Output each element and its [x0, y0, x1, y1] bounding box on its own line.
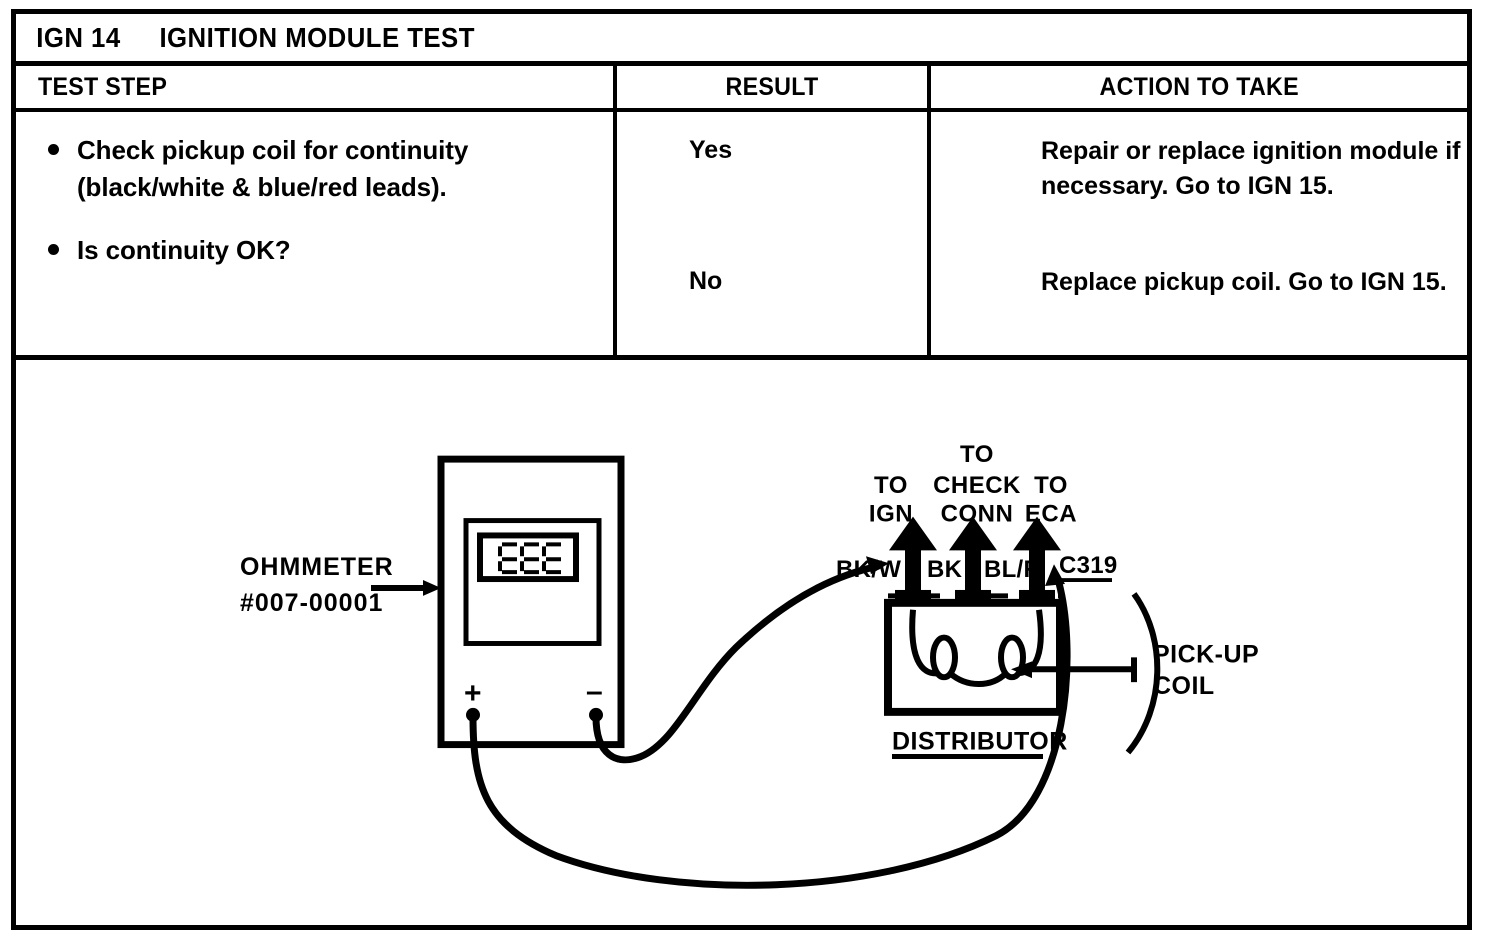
ohmmeter-display-digits [498, 542, 561, 575]
document-frame: IGN 14 IGNITION MODULE TEST TEST STEP RE… [11, 9, 1472, 930]
negative-lead-arrowhead [866, 556, 889, 575]
table-body-row: Check pickup coil for continuity (black/… [16, 112, 1467, 360]
pick-up-coil-label-line1: PICK-UP [1153, 640, 1259, 668]
table-header-row: TEST STEP RESULT ACTION TO TAKE [16, 66, 1467, 112]
arrow-label-check-conn-line2: CONN [941, 501, 1014, 528]
ohmmeter-negative-terminal-label: – [586, 675, 603, 708]
arrow-to-eca [1013, 516, 1061, 598]
wire-label-bk: BK [927, 556, 963, 583]
ohmmeter-part-number: #007-00001 [240, 589, 383, 617]
pick-up-coil-winding [909, 609, 1044, 687]
connector-id-label: C319 [1059, 552, 1118, 579]
negative-test-lead [592, 562, 882, 764]
wiring-diagram: OHMMETER #007-00001 + – [16, 360, 1467, 925]
arrow-to-ign [889, 516, 937, 598]
action-text-no: Replace pickup coil. Go to IGN 15. [1041, 268, 1447, 296]
page-title: IGNITION MODULE TEST [159, 21, 475, 53]
column-header-action: ACTION TO TAKE [931, 66, 1467, 108]
column-header-result-label: RESULT [725, 72, 819, 101]
arrow-label-eca-line2: ECA [1025, 501, 1077, 528]
result-value-no: No [689, 267, 723, 295]
pick-up-coil-label-line2: COIL [1153, 672, 1215, 700]
column-header-action-label: ACTION TO TAKE [1099, 72, 1299, 101]
column-header-result: RESULT [617, 66, 931, 108]
test-step-bullet: Check pickup coil for continuity (black/… [40, 132, 589, 206]
diagram-canvas: OHMMETER #007-00001 + – [240, 441, 1259, 889]
column-header-test-step-label: TEST STEP [38, 72, 168, 101]
ohmmeter-positive-terminal-label: + [464, 677, 482, 710]
action-text-yes: Repair or replace ignition module if nec… [1041, 137, 1461, 200]
connector-exit-arrows [889, 516, 1061, 598]
arrow-label-eca-line1: TO [1034, 472, 1068, 499]
arrow-label-ign-line1: TO [874, 472, 908, 499]
result-value-yes: Yes [689, 136, 733, 164]
ohmmeter-name-label: OHMMETER [240, 553, 394, 581]
cell-action-to-take: Repair or replace ignition module if nec… [931, 112, 1467, 355]
cell-result: Yes No [617, 112, 931, 355]
arrow-label-check-conn-line0: TO [960, 441, 994, 468]
arrow-label-check-conn-line1: CHECK [933, 472, 1021, 499]
title-bar: IGN 14 IGNITION MODULE TEST [16, 14, 1467, 66]
wire-label-bl-r: BL/R [984, 556, 1041, 583]
positive-test-lead [469, 579, 1071, 889]
column-header-test-step: TEST STEP [16, 66, 617, 108]
distributor-label: DISTRIBUTOR [892, 728, 1068, 756]
cell-test-step: Check pickup coil for continuity (black/… [16, 112, 617, 355]
test-step-bullet-text: Is continuity OK? [77, 234, 291, 265]
pick-up-coil-callout [1011, 592, 1161, 755]
distributor-body [884, 598, 1064, 716]
wire-label-bk-w: BK/W [836, 556, 901, 583]
test-step-bullet: Is continuity OK? [40, 232, 589, 269]
ohmmeter-body [437, 455, 625, 749]
arrow-to-check-conn [949, 516, 997, 598]
bullet-icon [48, 243, 59, 255]
bullet-icon [48, 144, 59, 155]
arrow-label-ign-line2: IGN [869, 501, 913, 528]
test-code: IGN 14 [36, 21, 121, 53]
ohmmeter-leader-line [371, 580, 441, 596]
ohmmeter-display-bezel [477, 532, 579, 583]
ohmmeter-face-panel [463, 518, 602, 646]
test-step-bullet-text: Check pickup coil for continuity (black/… [77, 135, 469, 202]
